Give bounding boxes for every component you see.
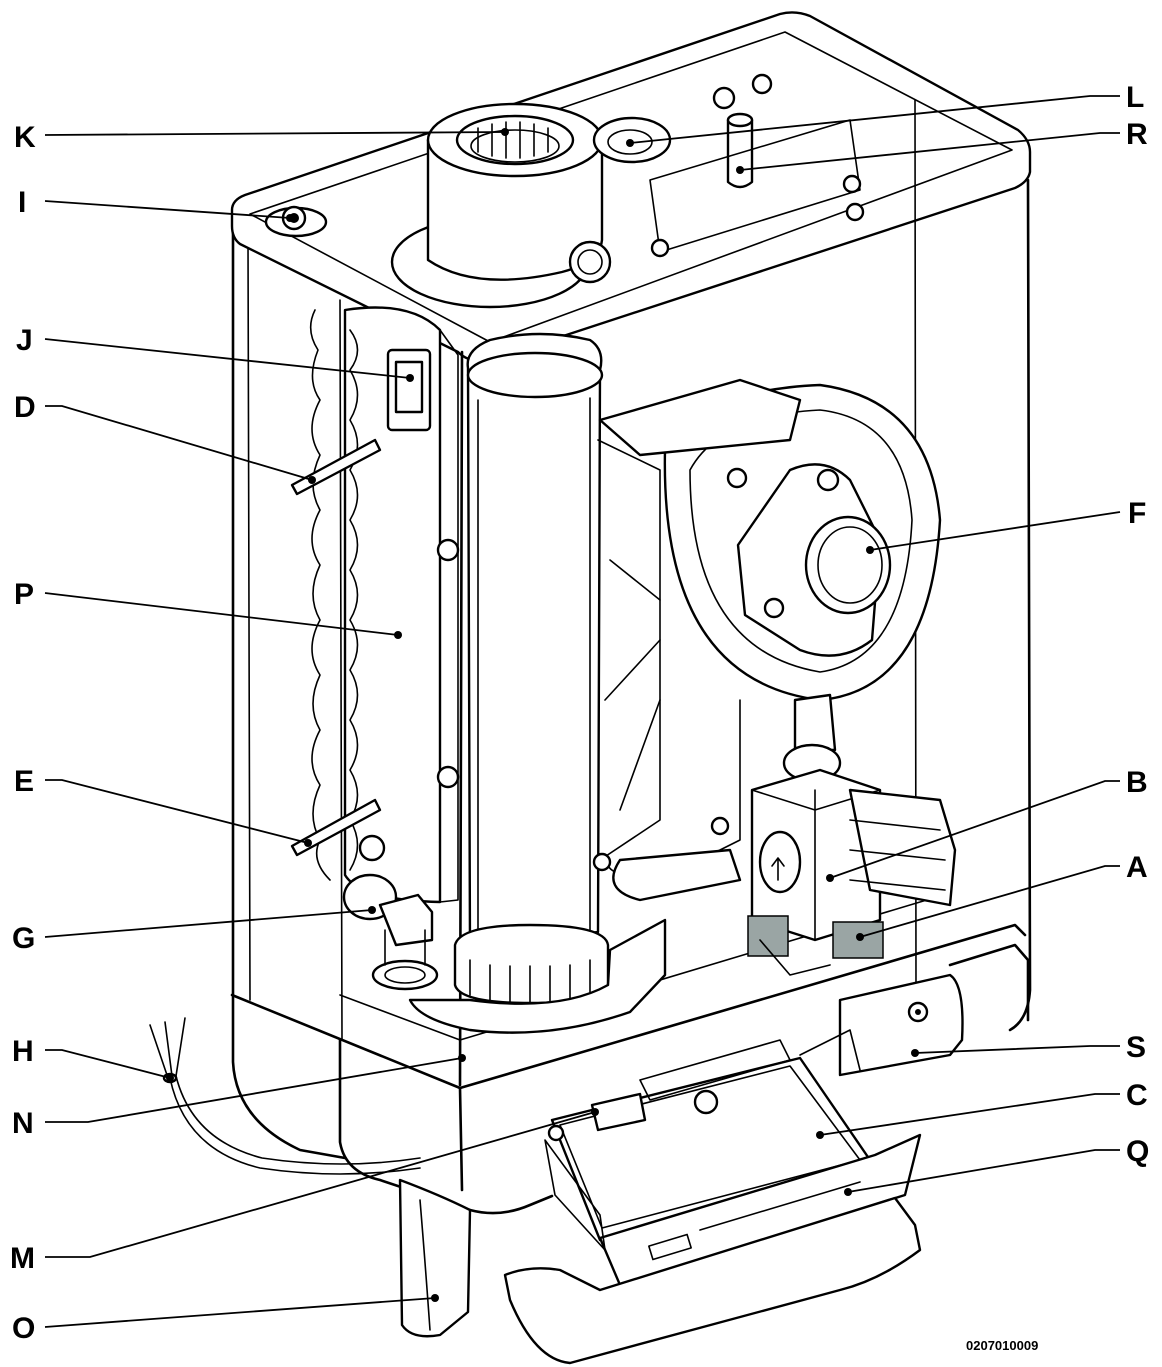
label-d: D [14,391,36,424]
label-p: P [14,578,34,611]
leader-i [44,200,291,219]
label-s: S [1126,1031,1146,1064]
label-e: E [14,765,34,798]
leader-p [44,592,399,636]
air-vent [264,205,328,238]
leader-a [859,865,1120,938]
leader-n [45,1057,463,1123]
label-a: A [1126,851,1148,884]
callout-labels: K I J D P E G H N M O L R F B A S C Q [10,81,1149,1345]
leader-r [739,132,1120,171]
drawing-code: 0207010009 [966,1338,1038,1353]
label-q: Q [1126,1135,1149,1168]
burner-manifold [592,439,748,902]
leader-lines [44,95,1121,1328]
leader-e [45,779,309,844]
label-b: B [1126,766,1148,799]
label-l: L [1126,81,1144,114]
leader-l [629,95,1120,144]
leader-g [44,909,373,938]
label-j: J [16,324,33,357]
pressure-fitting [342,873,439,991]
leader-f [869,511,1121,551]
leader-d [45,405,313,481]
leader-q [847,1149,1120,1193]
leader-m [45,1111,596,1258]
leader-h [45,1049,171,1079]
label-r: R [1126,118,1148,151]
leader-k [44,131,506,136]
leader-c [819,1093,1120,1136]
label-n: N [12,1107,34,1140]
fan-assembly [598,378,942,783]
label-c: C [1126,1079,1148,1112]
label-h: H [12,1035,34,1068]
label-g: G [12,922,35,955]
label-o: O [12,1312,35,1345]
label-m: M [10,1242,35,1275]
leader-o [44,1297,436,1328]
label-i: I [18,186,26,219]
control-panel [503,1029,922,1365]
label-f: F [1128,497,1146,530]
vertical-flue-pipe [408,332,667,1034]
leader-s [914,1045,1120,1054]
flue-outlet [390,102,672,309]
leader-j [44,338,411,379]
condensate-trap [398,1178,472,1338]
power-cable [149,1017,421,1175]
gas-valve [747,768,957,976]
label-k: K [14,121,36,154]
leader-b [829,780,1120,879]
right-housing [838,973,964,1077]
heat-exchanger [290,306,460,904]
